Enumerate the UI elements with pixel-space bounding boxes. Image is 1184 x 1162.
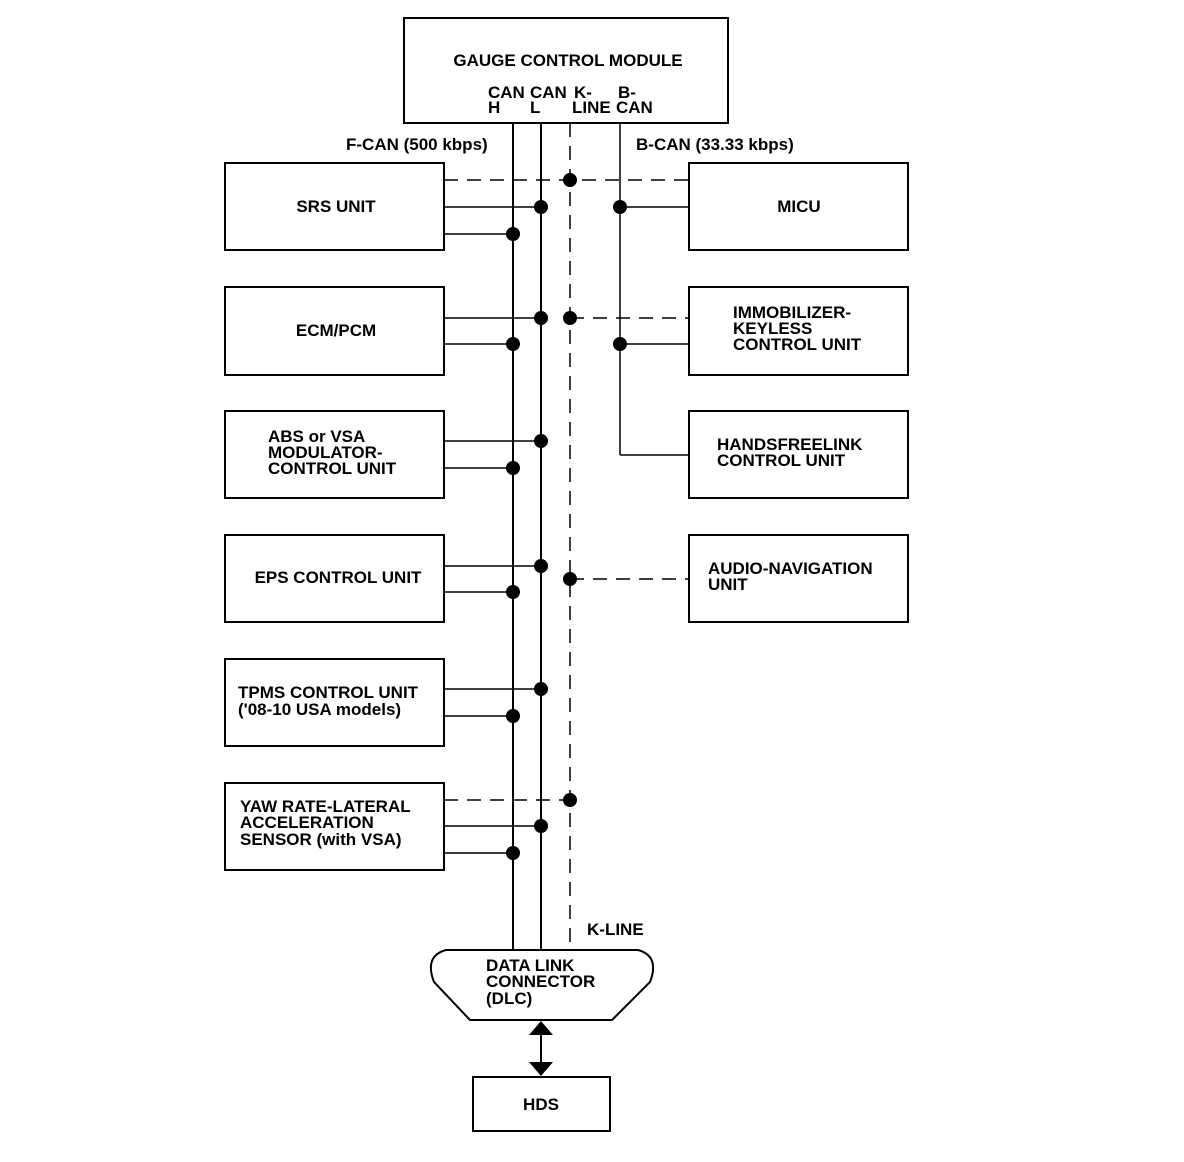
yaw-can-h-node [506,846,520,860]
gauge-control-module-title: GAUGE CONTROL MODULE [453,51,682,70]
tpms-can-l-node [534,682,548,696]
srs-can-h-node [506,227,520,241]
yaw-rate-label-line2: ACCELERATION [240,813,374,832]
arrow-head-up [529,1021,553,1035]
srs-unit-box [224,162,445,251]
yaw-rate-label-line3: SENSOR (with VSA) [240,830,402,849]
dlc-label-line1: DATA LINK [486,956,575,975]
dlc-shape [430,949,654,1021]
srs-can-l-node [534,200,548,214]
srs-unit-label: SRS UNIT [296,197,376,216]
pin-k-line-line1: K- [574,83,592,102]
hds-box [472,1076,611,1132]
audio-navigation-label-line1: AUDIO-NAVIGATION [708,559,873,578]
ecm-can-h-node [506,337,520,351]
ecm-pcm-unit: ECM/PCM [224,286,690,376]
abs-can-h-node [506,461,520,475]
audio-navigation-unit: AUDIO-NAVIGATION UNIT [563,534,909,623]
yaw-rate-box [224,782,445,871]
pin-b-can-line1: B- [618,83,636,102]
abs-vsa-label-line3: CONTROL UNIT [268,459,397,478]
pin-can-l-line2: L [530,98,540,117]
tpms-can-h-node [506,709,520,723]
audio-k-line-node [563,572,577,586]
dlc-hds-double-arrow [529,1021,553,1076]
yaw-rate-sensor: YAW RATE-LATERAL ACCELERATION SENSOR (wi… [224,782,577,871]
abs-vsa-label-line2: MODULATOR- [268,443,383,462]
f-can-label: F-CAN (500 kbps) [346,135,488,154]
pin-can-h-line2: H [488,98,500,117]
handsfreelink-unit: HANDSFREELINK CONTROL UNIT [620,410,909,499]
yaw-rate-label-line1: YAW RATE-LATERAL [240,797,411,816]
tpms-label-line2: ('08-10 USA models) [238,700,401,719]
abs-vsa-box [224,410,445,499]
immobilizer-label-line3: CONTROL UNIT [733,335,862,354]
audio-navigation-label-line2: UNIT [708,575,748,594]
eps-can-l-node [534,559,548,573]
micu-unit: MICU [613,162,909,251]
immobilizer-keyless-unit: IMMOBILIZER- KEYLESS CONTROL UNIT [613,286,909,376]
tpms-box [224,658,445,747]
tpms-label-line1: TPMS CONTROL UNIT [238,683,419,702]
audio-navigation-box [688,534,909,623]
eps-label: EPS CONTROL UNIT [255,568,422,587]
immobilizer-label-line1: IMMOBILIZER- [733,303,851,322]
micu-box [688,162,909,251]
immobilizer-b-can-node [613,337,627,351]
dlc-label-line3: (DLC) [486,989,532,1008]
eps-control-unit: EPS CONTROL UNIT [224,534,548,623]
yaw-k-line-node [563,793,577,807]
gauge-control-module: GAUGE CONTROL MODULE CAN H CAN L K- LINE… [403,17,729,124]
handsfreelink-box [688,410,909,499]
data-link-connector: DATA LINK CONNECTOR (DLC) [430,949,654,1021]
arrow-head-down [529,1062,553,1076]
micu-b-can-node [613,200,627,214]
abs-vsa-unit: ABS or VSA MODULATOR- CONTROL UNIT [224,410,548,499]
handsfreelink-label-line2: CONTROL UNIT [717,451,846,470]
immobilizer-box [688,286,909,376]
srs-unit: SRS UNIT [224,162,690,251]
pin-k-line-line2: LINE [572,98,611,117]
eps-can-h-node [506,585,520,599]
eps-box [224,534,445,623]
ecm-k-line-node [563,311,577,325]
yaw-can-l-node [534,819,548,833]
k-line-label: K-LINE [587,920,644,939]
pin-can-l-line1: CAN [530,83,567,102]
hds-label: HDS [523,1095,559,1114]
hds-unit: HDS [472,1076,611,1132]
gauge-control-module-box [403,17,729,124]
ecm-pcm-label: ECM/PCM [296,321,376,340]
pin-can-h-line1: CAN [488,83,525,102]
abs-vsa-label-line1: ABS or VSA [268,427,365,446]
b-can-label: B-CAN (33.33 kbps) [636,135,794,154]
handsfreelink-label-line1: HANDSFREELINK [717,435,863,454]
ecm-pcm-box [224,286,445,376]
ecm-can-l-node [534,311,548,325]
immobilizer-label-line2: KEYLESS [733,319,812,338]
dlc-label-line2: CONNECTOR [486,972,595,991]
pin-b-can-line2: CAN [616,98,653,117]
srs-k-line-node [563,173,577,187]
tpms-control-unit: TPMS CONTROL UNIT ('08-10 USA models) [224,658,548,747]
abs-can-l-node [534,434,548,448]
micu-label: MICU [777,197,820,216]
